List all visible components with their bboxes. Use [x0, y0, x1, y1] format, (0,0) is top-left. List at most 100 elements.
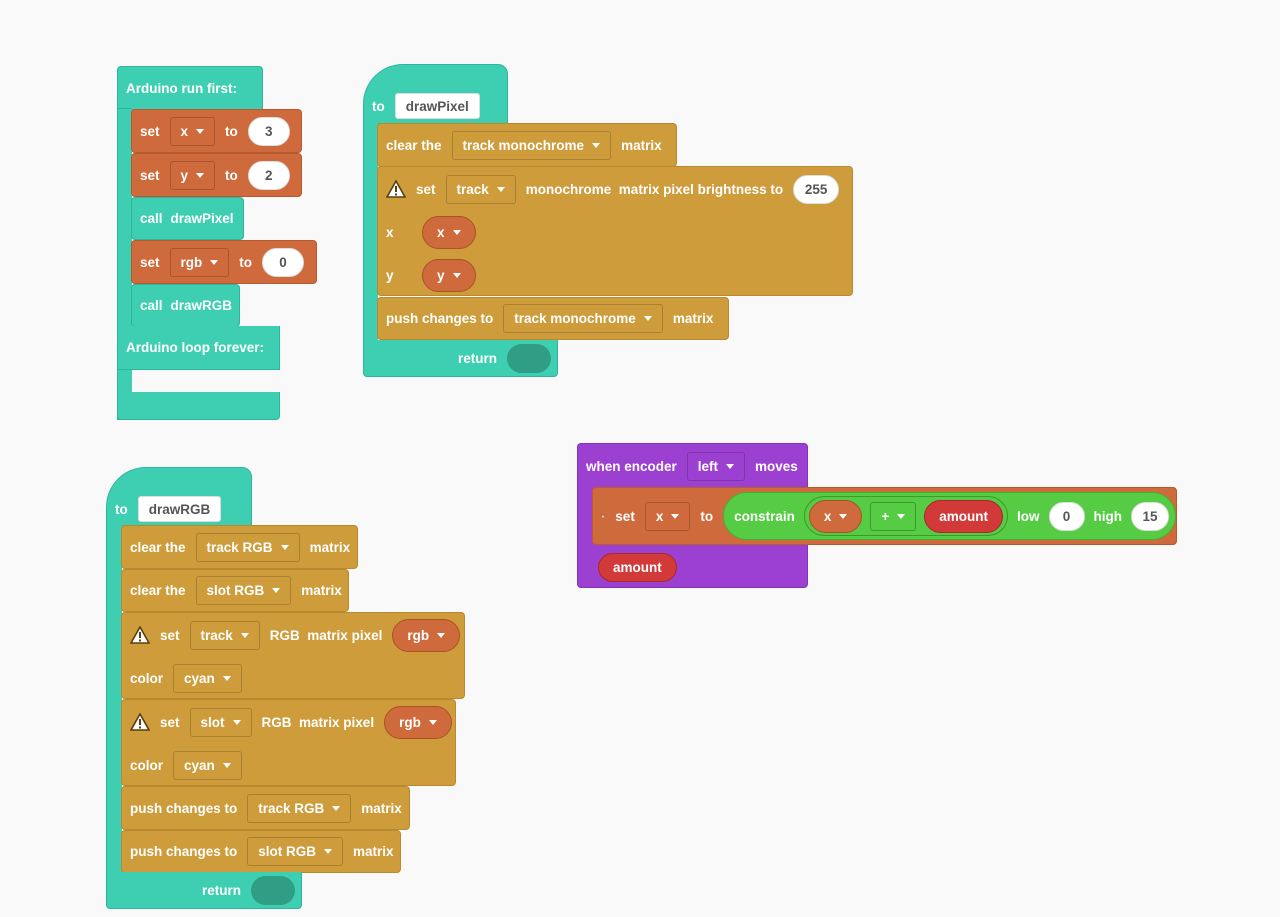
set-y-block[interactable]: set y to 2 — [131, 153, 302, 197]
target-dropdown[interactable]: slot — [189, 707, 252, 737]
drawpixel-return-block[interactable]: return — [363, 340, 558, 377]
var-name: x — [437, 225, 445, 240]
call-drawrgb-block[interactable]: call drawRGB — [131, 284, 240, 327]
warning-icon[interactable] — [130, 713, 150, 731]
chevron-down-icon — [280, 544, 289, 550]
push-slot-rgb-block[interactable]: push changes to slot RGB matrix — [121, 830, 401, 873]
push-label: push changes to — [130, 800, 238, 816]
matrix-dropdown[interactable]: slot RGB — [247, 837, 344, 866]
encoder-dropdown[interactable]: left — [686, 451, 746, 481]
matrix-label: matrix — [361, 800, 402, 816]
drawrgb-return-block[interactable]: return — [106, 872, 302, 909]
set-label: set — [160, 714, 180, 730]
push-track-rgb-block[interactable]: push changes to track RGB matrix — [121, 786, 410, 830]
constrain-label: constrain — [734, 508, 795, 524]
drawpixel-function-hat[interactable]: to drawPixel — [363, 64, 508, 124]
color-dropdown[interactable]: cyan — [173, 664, 242, 693]
var-dropdown-x[interactable]: x — [644, 501, 691, 531]
matrix-dropdown[interactable]: slot RGB — [195, 576, 292, 605]
low-input[interactable]: 0 — [1048, 501, 1085, 531]
var-name: rgb — [399, 714, 421, 730]
color-name: cyan — [184, 758, 215, 773]
var-name: rgb — [180, 254, 203, 270]
call-drawpixel-block[interactable]: call drawPixel — [131, 197, 244, 240]
moves-label: moves — [755, 458, 798, 474]
clear-track-rgb-block[interactable]: clear the track RGB matrix — [121, 525, 358, 569]
matrix-name: track RGB — [258, 800, 325, 816]
matrix-name: slot RGB — [206, 583, 265, 598]
chevron-down-icon — [222, 763, 231, 768]
function-name-field[interactable]: drawRGB — [137, 496, 222, 522]
value-input-3[interactable]: 3 — [247, 116, 290, 146]
clear-matrix-block[interactable]: clear the track monochrome matrix — [377, 123, 677, 167]
arduino-loop-block[interactable]: Arduino loop forever: — [117, 326, 280, 370]
var-pill-rgb[interactable]: rgb — [392, 618, 461, 652]
arithmetic-block[interactable]: x + amount — [803, 496, 1008, 536]
arduino-run-first-block[interactable]: Arduino run first: — [117, 66, 263, 110]
matrix-dropdown[interactable]: track RGB — [247, 793, 352, 823]
var-pill-rgb[interactable]: rgb — [384, 705, 452, 739]
set-track-rgb-pixel-block[interactable]: set track RGB matrix pixel rgb color cya… — [121, 612, 465, 699]
to-label: to — [700, 508, 714, 524]
var-pill-x[interactable]: x — [422, 216, 476, 249]
chevron-down-icon — [592, 142, 601, 148]
clear-slot-rgb-block[interactable]: clear the slot RGB matrix — [121, 569, 349, 612]
to-label: to — [225, 167, 238, 183]
chevron-down-icon — [428, 719, 437, 725]
chevron-down-icon — [332, 805, 341, 811]
color-dropdown[interactable]: cyan — [173, 751, 242, 780]
var-dropdown-y[interactable]: y — [169, 160, 216, 190]
push-changes-block[interactable]: push changes to track monochrome matrix — [377, 297, 729, 340]
target-name: track — [456, 181, 489, 197]
matrix-label: matrix — [621, 137, 662, 153]
set-rgb-block[interactable]: set rgb to 0 — [131, 240, 317, 284]
target-name: slot — [200, 714, 225, 730]
matrix-dropdown[interactable]: track monochrome — [451, 130, 612, 160]
set-pixel-brightness-block[interactable]: set track monochrome matrix pixel bright… — [377, 166, 853, 296]
value-input-2[interactable]: 2 — [247, 160, 290, 190]
high-input[interactable]: 15 — [1131, 501, 1169, 531]
value-input-0[interactable]: 0 — [262, 247, 305, 277]
return-value-slot[interactable] — [251, 875, 295, 905]
matrix-dropdown[interactable]: track RGB — [195, 532, 300, 562]
var-name: y — [180, 167, 189, 183]
set-slot-rgb-pixel-block[interactable]: set slot RGB matrix pixel rgb color cyan — [121, 699, 456, 786]
set-x-constrain-block[interactable]: set x to constrain x + amount low 0 high… — [592, 487, 1177, 545]
target-name: track — [200, 627, 233, 643]
var-pill-y[interactable]: y — [422, 259, 476, 292]
x-label: x — [386, 225, 394, 240]
amount-param[interactable]: amount — [598, 553, 677, 582]
set-label: set — [160, 627, 180, 643]
drawrgb-function-hat[interactable]: to drawRGB — [106, 467, 252, 527]
warning-icon[interactable] — [386, 180, 406, 198]
set-x-block[interactable]: set x to 3 — [131, 109, 302, 153]
operator-dropdown[interactable]: + — [870, 501, 917, 531]
call-label: call — [140, 211, 163, 226]
clear-label: clear the — [130, 539, 186, 555]
warning-icon[interactable] — [130, 626, 150, 644]
chevron-down-icon — [222, 676, 231, 681]
target-dropdown[interactable]: track — [189, 620, 260, 650]
matrix-dropdown[interactable]: track monochrome — [503, 304, 663, 333]
loop-footer — [117, 392, 280, 420]
pixel-label: RGB matrix pixel — [261, 714, 375, 730]
target-dropdown[interactable]: track — [445, 174, 516, 204]
var-name: x — [180, 123, 189, 139]
call-label: call — [140, 298, 163, 313]
chevron-down-icon — [437, 632, 446, 638]
var-pill-x[interactable]: x — [808, 499, 863, 533]
var-dropdown-x[interactable]: x — [169, 116, 216, 146]
set-label: set — [140, 254, 160, 270]
amount-var[interactable]: amount — [924, 499, 1003, 533]
var-dropdown-rgb[interactable]: rgb — [169, 247, 230, 277]
warning-icon[interactable] — [601, 507, 606, 525]
chevron-down-icon — [324, 849, 333, 854]
operator: + — [881, 508, 890, 524]
chevron-down-icon — [272, 588, 281, 593]
constrain-block[interactable]: constrain x + amount low 0 high 15 — [723, 492, 1176, 540]
function-name-field[interactable]: drawPixel — [394, 93, 480, 119]
brightness-input[interactable]: 255 — [793, 174, 840, 204]
return-value-slot[interactable] — [507, 343, 551, 373]
chevron-down-icon — [671, 513, 680, 519]
matrix-label: matrix — [301, 583, 342, 598]
